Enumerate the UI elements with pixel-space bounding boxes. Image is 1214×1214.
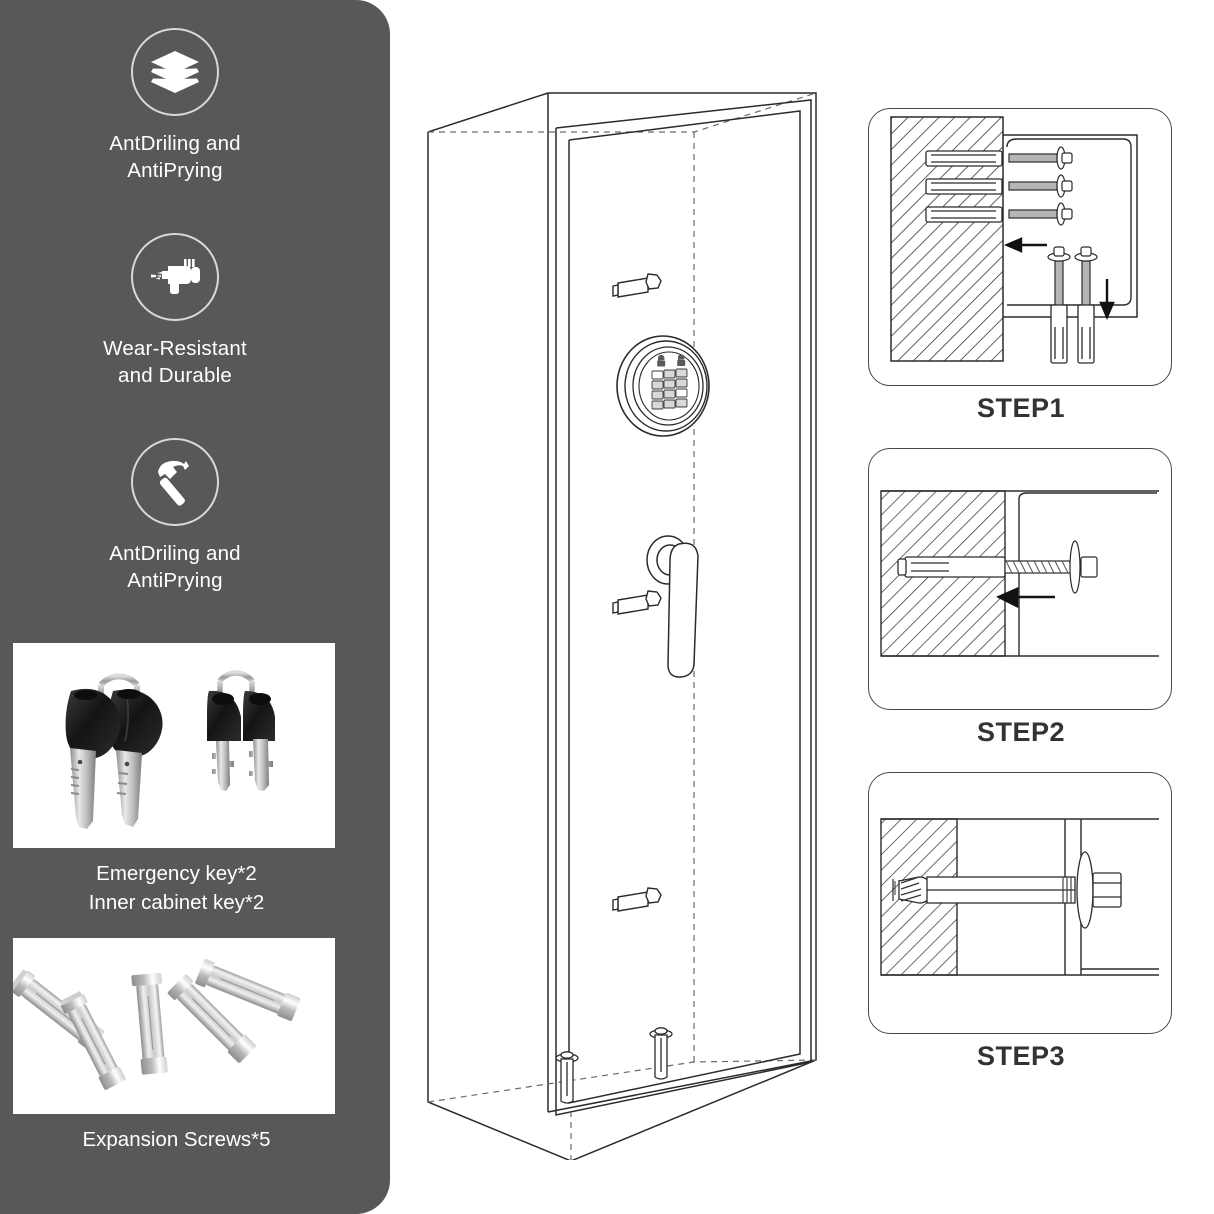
safe-cabinet-diagram xyxy=(396,40,866,1162)
feature-caption: AntDriling and AntiPrying xyxy=(109,542,241,592)
step-2-label: STEP2 xyxy=(976,717,1066,747)
feature-item-antidrilling-top: AntDriling and AntiPrying xyxy=(0,28,370,184)
step-1-illustration xyxy=(868,108,1172,386)
step-1-label: STEP1 xyxy=(976,393,1066,423)
feature-item-antidrilling-bottom: AntDriling and AntiPrying xyxy=(0,438,370,594)
bolt-lower xyxy=(612,887,662,912)
step-2-illustration xyxy=(868,448,1172,710)
bolt-middle xyxy=(612,590,662,615)
emergency-keys-caption: Emergency key*2 Inner cabinet key*2 xyxy=(88,862,265,914)
floor-anchor-bolt-right xyxy=(649,1027,673,1080)
electronic-keypad-lock xyxy=(616,335,710,437)
feature-caption: AntDriling and AntiPrying xyxy=(109,132,241,182)
drill-icon xyxy=(131,233,219,321)
step-3-label: STEP3 xyxy=(976,1041,1066,1071)
bolt-upper xyxy=(612,273,662,298)
expansion-screws-photo xyxy=(13,938,335,1114)
step-3-illustration xyxy=(868,772,1172,1034)
emergency-keys-photo xyxy=(13,643,335,848)
step-3: STEP3 xyxy=(868,772,1174,1072)
floor-anchor-bolt-left xyxy=(555,1051,579,1104)
feature-caption: Wear-Resistant and Durable xyxy=(103,337,247,387)
step-2: STEP2 xyxy=(868,448,1174,748)
feature-item-wear-resistant: Wear-Resistant and Durable xyxy=(0,233,370,389)
emergency-keys-block: Emergency key*2 Inner cabinet key*2 xyxy=(0,643,360,917)
layers-icon xyxy=(131,28,219,116)
expansion-screws-block: Expansion Screws*5 xyxy=(0,938,360,1154)
step-1: STEP1 xyxy=(868,108,1174,424)
hammer-icon xyxy=(131,438,219,526)
door-handle xyxy=(646,535,699,678)
expansion-screws-caption: Expansion Screws*5 xyxy=(82,1128,271,1151)
features-sidebar: AntDriling and AntiPrying Wear-Resistant… xyxy=(0,0,390,1214)
